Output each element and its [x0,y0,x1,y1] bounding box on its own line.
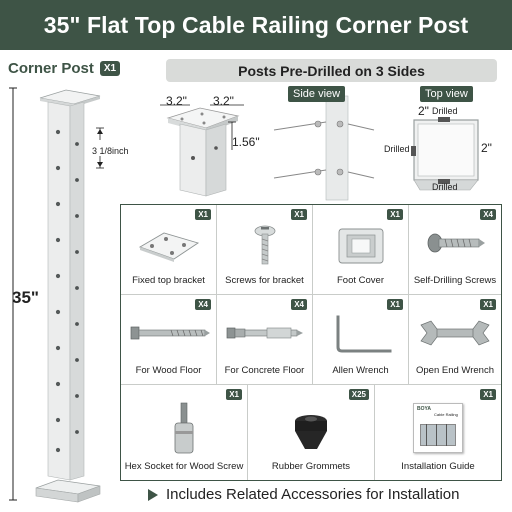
accessory-name: Screws for bracket [225,275,304,286]
accessory-name: Installation Guide [401,461,475,472]
qty-badge: X1 [387,299,403,310]
top-view-image [411,117,479,191]
allen-wrench-icon [336,315,391,353]
accessory-installation-guide: X1 BOYA Cable Railing Installation Guide [375,385,501,480]
accessory-name: For Wood Floor [135,365,202,376]
post-height-dimension: 35" [12,288,39,307]
corner-post-qty-badge: X1 [99,61,121,76]
corner-post-image [9,87,104,503]
qty-badge: X4 [195,299,211,310]
top-bracket-detail-image [160,104,244,197]
guide-title: Cable Railing [434,412,458,417]
accessory-for-concrete-floor: X4 For Concrete Floor [217,295,313,385]
top-view-drilled-left: Drilled [384,144,410,154]
title-banner: 35" Flat Top Cable Railing Corner Post [0,0,512,50]
hole-spacing-dimension: 3 1/8inch [92,146,129,156]
qty-badge: X1 [387,209,403,220]
bracket-screw-icon [254,225,275,265]
corner-post-label: Corner Post [8,60,94,77]
accessory-hex-socket: X1 Hex Socket for Wood Screw [121,385,248,480]
rubber-grommet-icon [295,415,327,449]
foot-cover-icon [338,228,383,264]
accessory-self-drilling-screws: X4 Self-Drilling Screws [409,205,501,295]
play-arrow-icon [148,488,158,501]
predrill-label: Posts Pre-Drilled on 3 Sides [238,62,425,79]
accessory-screws-for-bracket: X1 Screws for bracket [217,205,313,295]
side-view-image [273,95,375,201]
qty-badge: X1 [480,299,496,310]
bracket-dim-b: 3.2" [213,94,234,108]
accessory-name: Fixed top bracket [132,275,205,286]
accessories-grid: X1 Fixed top bracket X1 Screws for brack… [120,204,502,481]
corner-post-heading: Corner Post X1 [8,60,121,77]
accessory-for-wood-floor: X4 For Wood Floor [121,295,217,385]
predrill-banner: Posts Pre-Drilled on 3 Sides [166,59,497,82]
hex-socket-icon [174,402,194,454]
accessory-foot-cover: X1 Foot Cover [313,205,409,295]
bracket-plate-icon [138,232,199,262]
accessory-name: Rubber Grommets [271,461,351,472]
accessory-fixed-top-bracket: X1 Fixed top bracket [121,205,217,295]
side-view-tag: Side view [288,86,346,102]
guide-brand: BOYA [417,406,431,412]
top-view-dim-right: 2" [481,141,492,155]
top-view-drilled-top: Drilled [432,106,458,116]
accessory-name: Hex Socket for Wood Screw [124,461,244,472]
accessory-name: Open End Wrench [416,365,494,376]
expansion-bolt-icon [226,327,303,339]
qty-badge: X1 [195,209,211,220]
accessory-name: Allen Wrench [332,365,389,376]
qty-badge: X4 [480,209,496,220]
bracket-dim-c: 1.56" [232,135,260,149]
top-view-tag: Top view [420,86,473,102]
qty-badge: X1 [226,389,242,400]
accessory-name: Foot Cover [337,275,384,286]
qty-badge: X4 [291,299,307,310]
page-title: 35" Flat Top Cable Railing Corner Post [43,11,469,38]
accessory-name: For Concrete Floor [224,365,305,376]
qty-badge: X1 [480,389,496,400]
accessory-rubber-grommets: X25 Rubber Grommets [248,385,375,480]
lag-screw-icon [130,326,210,340]
qty-badge: X1 [291,209,307,220]
accessory-allen-wrench: X1 Allen Wrench [313,295,409,385]
top-view-dim-top: 2" [418,104,429,118]
top-view-drilled-bottom: Drilled [432,182,458,192]
footer-note: Includes Related Accessories for Install… [148,486,460,503]
bracket-dim-a: 3.2" [166,94,187,108]
accessory-open-end-wrench: X1 Open End Wrench [409,295,501,385]
open-end-wrench-icon [420,320,490,346]
self-drilling-screw-icon [427,233,485,253]
qty-badge: X25 [348,389,369,400]
installation-guide-icon: BOYA Cable Railing [413,403,463,453]
accessory-name: Self-Drilling Screws [413,275,497,286]
footer-text: Includes Related Accessories for Install… [166,486,460,503]
detail-drawings [160,95,479,201]
